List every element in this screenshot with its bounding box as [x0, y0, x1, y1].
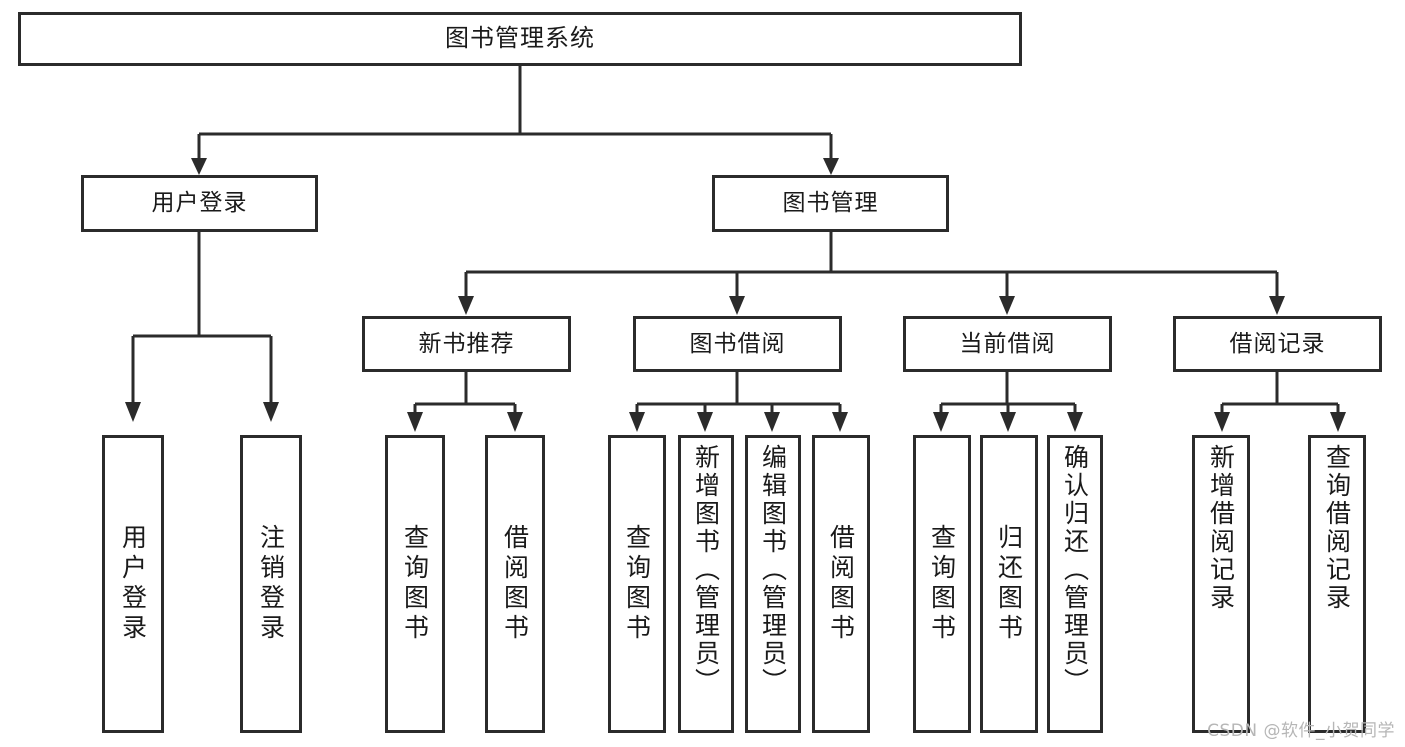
watermark-text: CSDN @软件_小贺同学 — [1207, 721, 1395, 741]
node-label: 借阅图书 — [826, 524, 856, 644]
node-new-book-recommend[interactable]: 新书推荐 — [362, 316, 571, 372]
node-label: 查询图书 — [400, 524, 430, 644]
node-root-book-management-system[interactable]: 图书管理系统 — [18, 12, 1022, 66]
node-leaf-query-borrow-record[interactable]: 查询借阅记录 — [1308, 435, 1366, 733]
node-label: 查询图书 — [927, 524, 957, 644]
node-leaf-add-borrow-record[interactable]: 新增借阅记录 — [1192, 435, 1250, 733]
node-leaf-query-book-borrow[interactable]: 查询图书 — [608, 435, 666, 733]
node-label: 图书管理 — [782, 190, 879, 217]
node-label: 借阅记录 — [1229, 330, 1326, 357]
node-label: 借阅图书 — [500, 524, 530, 644]
node-label: 归还图书 — [994, 524, 1024, 644]
node-book-borrow[interactable]: 图书借阅 — [633, 316, 842, 372]
node-label: 注销登录 — [256, 524, 286, 644]
node-book-management[interactable]: 图书管理 — [712, 175, 949, 232]
node-label: 编辑图书（管理员） — [758, 444, 788, 696]
node-leaf-return-book[interactable]: 归还图书 — [980, 435, 1038, 733]
node-leaf-query-book-current[interactable]: 查询图书 — [913, 435, 971, 733]
node-leaf-borrow-book-recommend[interactable]: 借阅图书 — [485, 435, 545, 733]
node-label: 查询图书 — [622, 524, 652, 644]
node-leaf-user-login[interactable]: 用户登录 — [102, 435, 164, 733]
node-label: 用户登录 — [151, 190, 248, 217]
node-label: 确认归还（管理员） — [1060, 444, 1090, 696]
node-label: 新增借阅记录 — [1206, 444, 1236, 612]
node-label: 查询借阅记录 — [1322, 444, 1352, 612]
node-label: 用户登录 — [118, 524, 148, 644]
node-leaf-add-book-admin[interactable]: 新增图书（管理员） — [678, 435, 734, 733]
node-leaf-borrow-book[interactable]: 借阅图书 — [812, 435, 870, 733]
node-leaf-confirm-return-admin[interactable]: 确认归还（管理员） — [1047, 435, 1103, 733]
node-label: 图书管理系统 — [445, 24, 595, 53]
node-leaf-query-book-recommend[interactable]: 查询图书 — [385, 435, 445, 733]
node-label: 新增图书（管理员） — [691, 444, 721, 696]
node-label: 新书推荐 — [418, 330, 515, 357]
node-label: 图书借阅 — [689, 330, 786, 357]
node-current-borrow[interactable]: 当前借阅 — [903, 316, 1112, 372]
node-borrow-record[interactable]: 借阅记录 — [1173, 316, 1382, 372]
node-leaf-logout[interactable]: 注销登录 — [240, 435, 302, 733]
node-leaf-edit-book-admin[interactable]: 编辑图书（管理员） — [745, 435, 801, 733]
node-label: 当前借阅 — [959, 330, 1056, 357]
node-user-login[interactable]: 用户登录 — [81, 175, 318, 232]
